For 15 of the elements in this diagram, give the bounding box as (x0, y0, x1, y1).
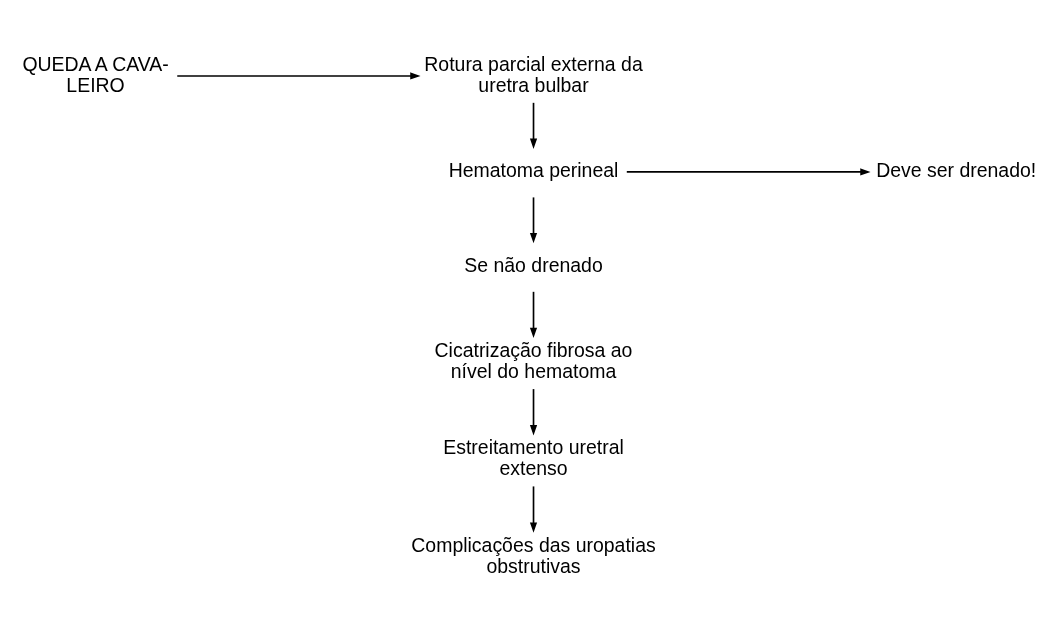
node-text: QUEDA A CAVA- LEIRO (22, 52, 169, 96)
arrow (176, 72, 421, 80)
arrow (529, 196, 538, 244)
node-text: Cicatrização fibrosa ao nível do hematoma (434, 339, 633, 382)
arrow (529, 388, 538, 436)
node-text: Hematoma perineal (448, 159, 619, 182)
node-text: Se não drenado (464, 253, 603, 276)
arrow (625, 168, 871, 176)
arrow (529, 291, 538, 338)
arrow (529, 102, 538, 149)
node-text: Deve ser drenado! (876, 159, 1037, 182)
node-text: Complicações das uropatias obstrutivas (411, 533, 656, 577)
arrow (529, 485, 538, 533)
node-text: Rotura parcial externa da uretra bulbar (424, 52, 643, 96)
node-text: Estreitamento uretral extenso (443, 436, 624, 480)
